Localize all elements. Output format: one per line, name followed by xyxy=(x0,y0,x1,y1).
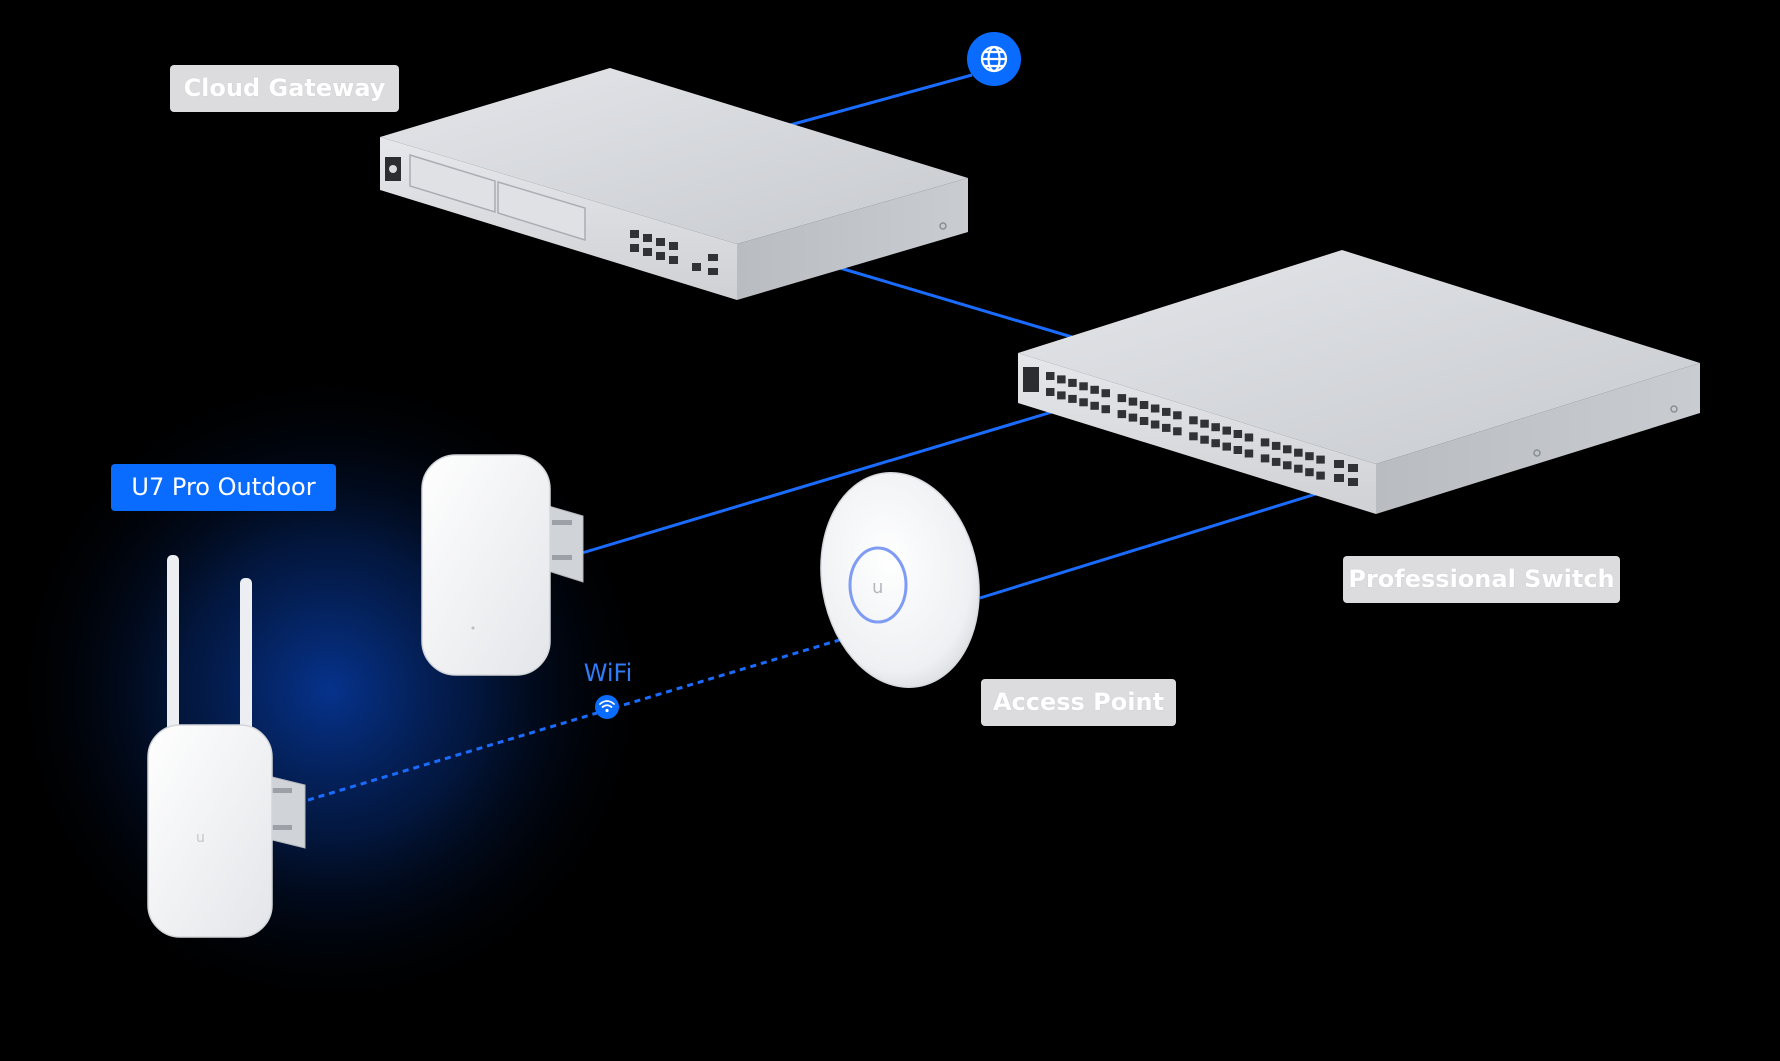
switch-port-grid xyxy=(1046,372,1325,480)
link-switch-wall-ap xyxy=(581,410,1053,555)
cloud-gateway-label: Cloud Gateway xyxy=(170,65,399,112)
wired-links xyxy=(581,73,1317,600)
professional-switch-device xyxy=(1018,250,1700,514)
u7-pro-outdoor-label: U7 Pro Outdoor xyxy=(111,464,336,511)
svg-text:u: u xyxy=(196,830,205,846)
access-point-device: u xyxy=(820,472,980,688)
link-switch-access-point xyxy=(979,492,1317,600)
wifi-label: WiFi xyxy=(583,659,633,687)
link-gateway-switch xyxy=(839,266,1073,339)
wifi-icon xyxy=(595,695,619,719)
access-point-label: Access Point xyxy=(981,679,1176,726)
professional-switch-label: Professional Switch xyxy=(1343,556,1620,603)
highlight-glow xyxy=(0,360,660,1020)
cloud-gateway-device xyxy=(380,68,968,300)
u7-pro-outdoor-device: u xyxy=(147,555,306,938)
wall-ap-device xyxy=(421,454,584,676)
wifi-link xyxy=(307,636,847,802)
svg-text:u: u xyxy=(872,577,883,598)
globe-icon xyxy=(967,32,1021,86)
link-gateway-internet xyxy=(789,73,973,127)
